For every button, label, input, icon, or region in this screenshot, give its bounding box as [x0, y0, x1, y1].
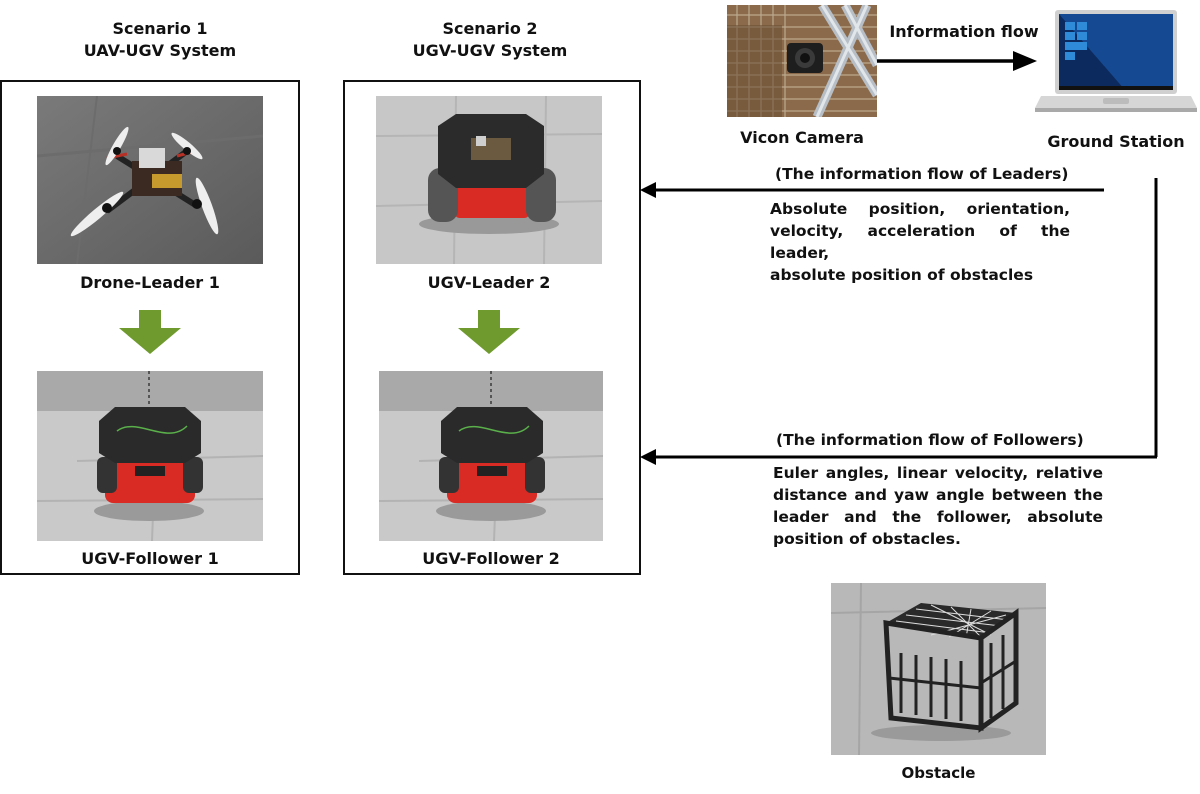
leaders-flow-line-2: velocity, acceleration of the leader, — [770, 222, 1070, 262]
followers-flow-line-2: distance and yaw angle between the — [773, 486, 1103, 504]
followers-flow-line-1: Euler angles, linear velocity, relative — [773, 464, 1103, 482]
drone-leader-1-label: Drone-Leader 1 — [80, 273, 220, 292]
obstacle-photo — [831, 583, 1046, 755]
ugv-leader-2-label: UGV-Leader 2 — [427, 273, 551, 292]
scenario2-title-line1: Scenario 2 — [442, 19, 538, 38]
ugv-follower-2-photo — [379, 371, 603, 541]
followers-arrowhead — [640, 449, 656, 465]
ugv-follower-1-label: UGV-Follower 1 — [81, 549, 219, 568]
scenario1-title-line1: Scenario 1 — [112, 19, 208, 38]
drone-leader-photo — [37, 96, 263, 264]
followers-flow-header: (The information flow of Followers) — [776, 431, 1084, 449]
leaders-flow-line-3: absolute position of obstacles — [770, 266, 1034, 284]
leaders-flow-description: Absolute position, orientation, velocity… — [770, 198, 1070, 286]
leaders-arrowhead — [640, 182, 656, 198]
down-arrow-1 — [119, 310, 181, 354]
connector-lines — [640, 178, 1158, 465]
information-flow-label: Information flow — [889, 22, 1039, 41]
vicon-camera-photo — [727, 5, 877, 117]
scenario1-title-line2: UAV-UGV System — [83, 41, 237, 60]
information-flow-arrow — [877, 51, 1037, 71]
scenario1-panel — [0, 80, 300, 575]
followers-flow-line-3: leader and the follower, absolute — [773, 508, 1103, 526]
leaders-flow-header: (The information flow of Leaders) — [775, 165, 1069, 183]
scenario2-title: Scenario 2 UGV-UGV System — [400, 18, 580, 62]
ugv-leader-photo — [376, 96, 602, 264]
scenario2-title-line2: UGV-UGV System — [412, 41, 568, 60]
vicon-camera-label: Vicon Camera — [740, 128, 864, 147]
down-arrow-2 — [458, 310, 520, 354]
scenario2-panel — [343, 80, 641, 575]
ground-station-label: Ground Station — [1047, 132, 1185, 151]
ground-station-laptop — [1035, 8, 1197, 120]
ugv-follower-1-photo — [37, 371, 263, 541]
obstacle-label: Obstacle — [901, 764, 976, 782]
scenario1-title: Scenario 1 UAV-UGV System — [70, 18, 250, 62]
followers-flow-description: Euler angles, linear velocity, relative … — [773, 462, 1103, 550]
ugv-follower-2-label: UGV-Follower 2 — [422, 549, 560, 568]
leaders-flow-line-1: Absolute position, orientation, — [770, 200, 1070, 218]
followers-flow-line-4: position of obstacles. — [773, 530, 961, 548]
